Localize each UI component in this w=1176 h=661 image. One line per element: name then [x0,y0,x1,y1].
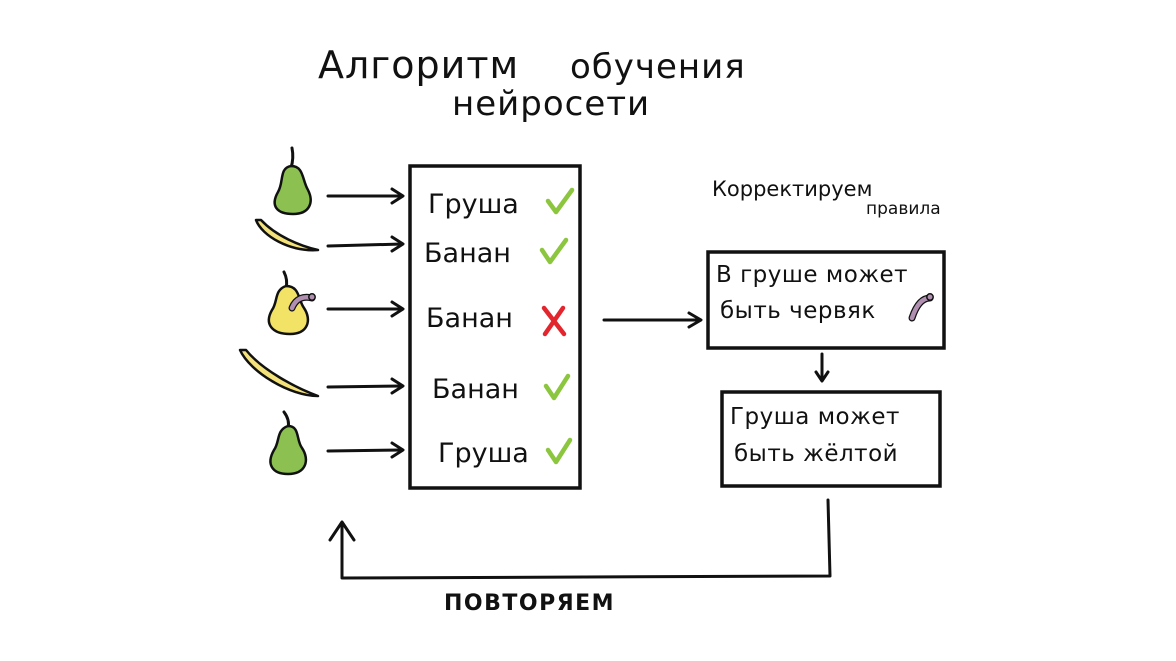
check-icon [545,437,573,465]
rule-2-line1: Груша может [730,404,900,430]
label-4: Банан [432,374,519,405]
arrow-icon [326,235,405,253]
label-1: Груша [428,189,519,220]
title-line1-part1: Алгоритм [318,43,519,87]
cross-icon [541,305,567,337]
pear-icon-yellow [267,270,316,336]
loop-arrow [328,498,832,580]
input-arrows [326,187,405,459]
label-2: Банан [424,238,511,269]
pear-icon-3 [269,410,308,476]
arrow-icon [814,352,830,383]
arrow-icon [326,377,405,395]
correction-heading-main: Корректируем [712,177,872,201]
rule-1-line1: В груше может [716,262,908,288]
label-3: Банан [426,303,513,334]
title-line2: нейросети [452,84,650,124]
pear-icon [273,146,312,216]
classifier-box: Груша Банан Банан Банан Груша [408,164,582,490]
arrow-icon [326,187,405,205]
rule-2-line2: быть жёлтой [734,441,898,467]
banana-icon-2 [238,348,320,398]
correction-heading: Корректируем правила [712,177,941,219]
worm-icon [288,293,316,312]
check-icon [539,237,569,265]
arrow-icon [326,300,405,318]
rule-box-2: Груша может быть жёлтой [720,390,942,488]
worm-icon [908,293,934,322]
title: Алгоритм обучения нейросети [318,43,746,124]
arrow-icon [326,441,405,459]
arrow-icon [602,311,703,329]
label-5: Груша [438,438,529,469]
title-line1-part2: обучения [570,47,746,87]
check-icon [545,187,575,215]
banana-icon [254,218,320,252]
rule-1-line2: быть червяк [720,298,876,324]
check-icon [543,373,571,401]
fruit-column [238,146,320,476]
correction-heading-sub: правила [866,199,941,219]
rule-box-1: В груше может быть червяк [706,250,946,350]
loop-label: ПОВТОРЯЕМ [444,591,615,616]
